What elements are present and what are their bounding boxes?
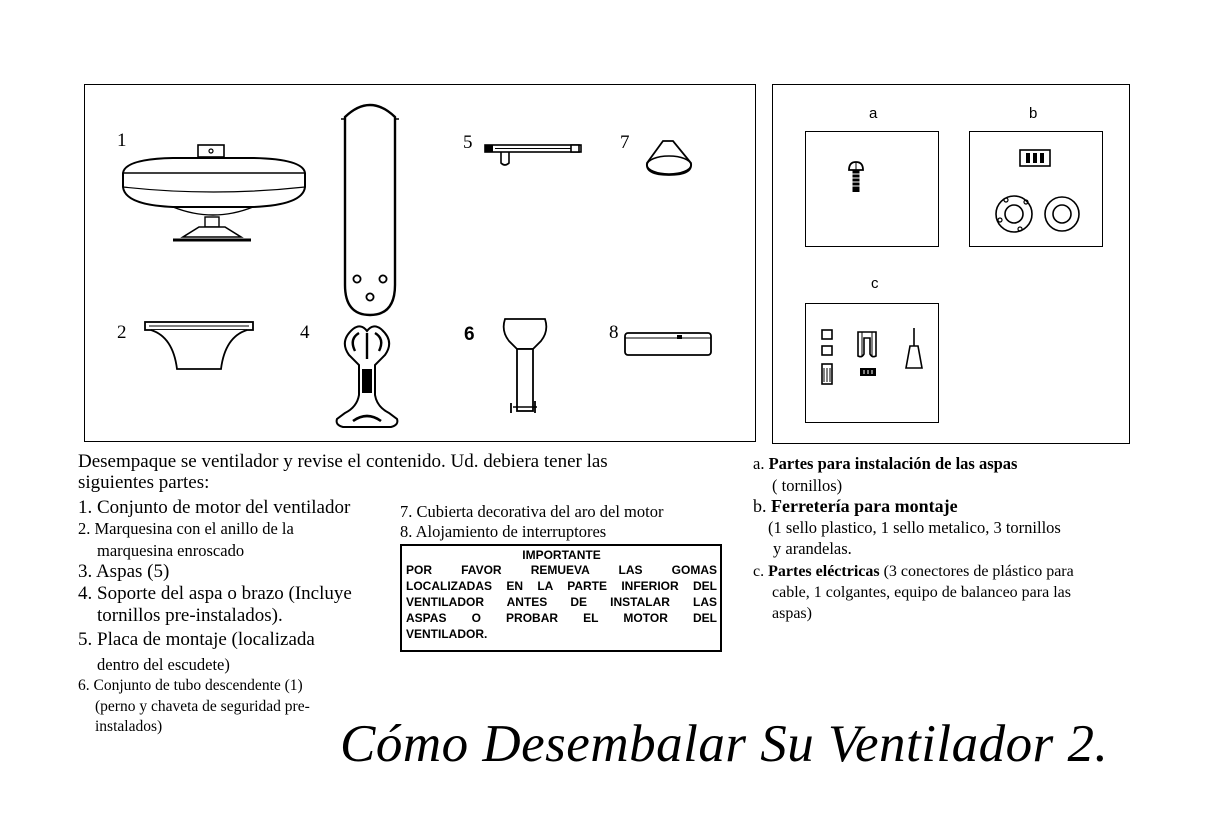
part-label-5: 5 bbox=[463, 132, 473, 153]
parts-list-item-2: 2. Marquesina con el anillo de la bbox=[78, 519, 294, 538]
hardware-item-b-label: b. bbox=[753, 496, 767, 516]
parts-list-item-2-cont: marquesina enroscado bbox=[97, 541, 245, 560]
hardware-item-c-detail-2: cable, 1 colgantes, equipo de balanceo p… bbox=[772, 584, 1071, 601]
intro-line-2: siguientes partes: bbox=[78, 472, 210, 493]
important-title: IMPORTANTE bbox=[522, 548, 601, 562]
parts-figure: 1 2 3 4 5 6 7 8 bbox=[84, 84, 756, 442]
hardware-item-c-label: c. bbox=[753, 563, 765, 580]
parts-list-item-6-cont: (perno y chaveta de seguridad pre- bbox=[95, 698, 310, 715]
hardware-label-b: b bbox=[1029, 105, 1038, 122]
mounting-plate-drawing bbox=[484, 144, 582, 166]
blade-drawing bbox=[341, 103, 399, 317]
switch-housing-drawing bbox=[624, 332, 712, 356]
page-title: Cómo Desembalar Su Ventilador 2. bbox=[340, 715, 1109, 773]
hardware-item-c-detail-3: aspas) bbox=[772, 605, 812, 622]
decorative-cover-drawing bbox=[646, 140, 692, 176]
hardware-item-c: c. Partes eléctricas (3 conectores de pl… bbox=[753, 562, 1074, 582]
part-label-1: 1 bbox=[117, 130, 127, 151]
electrical-parts-icon bbox=[821, 328, 923, 385]
hardware-item-a-detail: ( tornillos) bbox=[772, 476, 843, 495]
parts-list-item-4: 4. Soporte del aspa o brazo (Incluye bbox=[78, 583, 352, 604]
hardware-item-a-label: a. bbox=[753, 454, 765, 473]
parts-list-item-6-cont2: instalados) bbox=[95, 718, 163, 735]
important-notice: IMPORTANTE POR FAVOR REMUEVA LAS GOMAS L… bbox=[400, 544, 722, 652]
parts-list-item-1: 1. Conjunto de motor del ventilador bbox=[78, 497, 351, 518]
mounting-hardware-panel bbox=[969, 131, 1103, 247]
blade-parts-panel bbox=[805, 131, 939, 247]
hardware-item-b-detail-1: (1 sello plastico, 1 sello metalico, 3 t… bbox=[768, 518, 1061, 537]
canopy-drawing bbox=[144, 321, 254, 370]
part-label-2: 2 bbox=[117, 322, 127, 343]
important-line-2: LOCALIZADAS EN LA PARTE INFERIOR DEL bbox=[406, 579, 717, 593]
parts-list-item-4-cont: tornillos pre-instalados). bbox=[97, 605, 283, 626]
electrical-parts-panel bbox=[805, 303, 939, 423]
hardware-item-b-detail-2: y arandelas. bbox=[773, 539, 852, 558]
important-line-3: VENTILADOR ANTES DE INSTALAR LAS bbox=[406, 595, 717, 609]
blade-arm-drawing bbox=[335, 325, 399, 428]
downrod-drawing bbox=[502, 318, 548, 413]
hardware-label-a: a bbox=[869, 105, 878, 122]
parts-list-item-3: 3. Aspas (5) bbox=[78, 561, 170, 582]
hardware-item-c-detail-1: (3 conectores de plástico para bbox=[883, 563, 1074, 580]
parts-list-item-6: 6. Conjunto de tubo descendente (1) bbox=[78, 677, 303, 694]
hardware-item-b-title: Ferretería para montaje bbox=[771, 496, 958, 516]
important-line-4: ASPAS O PROBAR EL MOTOR DEL bbox=[406, 611, 717, 625]
part-label-7: 7 bbox=[620, 132, 630, 153]
motor-assembly-drawing bbox=[122, 144, 306, 242]
part-label-6: 6 bbox=[464, 324, 475, 345]
parts-list-item-5: 5. Placa de montaje (localizada bbox=[78, 629, 315, 650]
hardware-item-b: b. Ferretería para montaje bbox=[753, 496, 958, 516]
hardware-item-a-title: Partes para instalación de las aspas bbox=[768, 454, 1018, 473]
intro-line-1: Desempaque se ventilador y revise el con… bbox=[78, 451, 608, 472]
parts-list-item-8: 8. Alojamiento de interruptores bbox=[400, 522, 607, 541]
screw-icon bbox=[848, 161, 864, 192]
part-label-4: 4 bbox=[300, 322, 310, 343]
hardware-label-c: c bbox=[871, 275, 879, 292]
part-label-8: 8 bbox=[609, 322, 619, 343]
mounting-hardware-icon bbox=[995, 149, 1080, 233]
hardware-figure: a b c bbox=[772, 84, 1130, 444]
hardware-item-a: a. Partes para instalación de las aspas bbox=[753, 454, 1017, 474]
important-line-1: POR FAVOR REMUEVA LAS GOMAS bbox=[406, 563, 717, 577]
parts-list-item-5-cont: dentro del escudete) bbox=[97, 655, 230, 674]
important-line-5: VENTILADOR. bbox=[406, 627, 488, 641]
parts-list-item-7: 7. Cubierta decorativa del aro del motor bbox=[400, 502, 664, 521]
hardware-item-c-title: Partes eléctricas bbox=[768, 563, 880, 580]
